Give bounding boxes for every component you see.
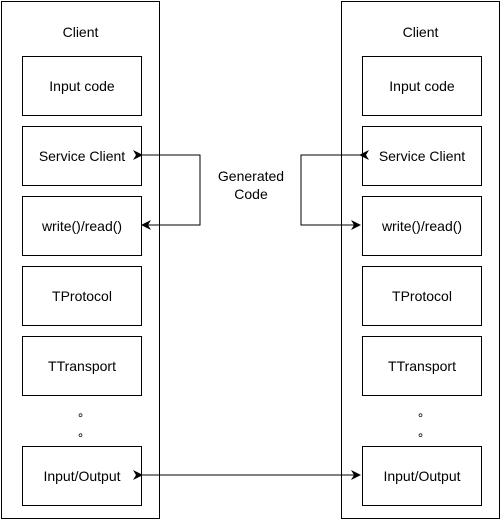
left-box-tprotocol: TProtocol: [22, 266, 142, 326]
left-ellipsis-dot-2: ∘: [76, 428, 85, 442]
left-box-write-read: write()/read(): [22, 196, 142, 256]
right-box-write-read: write()/read(): [362, 196, 482, 256]
right-generated-code-connector: [300, 150, 369, 230]
generated-code-label: Generated Code: [201, 167, 301, 203]
left-box-ttransport: TTransport: [22, 336, 142, 396]
generated-code-label-line1: Generated: [217, 168, 285, 184]
left-box-service-client: Service Client: [22, 126, 142, 186]
right-box-ttransport: TTransport: [362, 336, 482, 396]
right-box-input-code: Input code: [362, 56, 482, 116]
right-client-column: Client Input code Service Client write()…: [341, 1, 500, 519]
right-ellipsis-dot-2: ∘: [416, 428, 425, 442]
generated-code-label-line2: Code: [234, 186, 268, 202]
left-column-title: Client: [62, 24, 99, 40]
left-generated-code-connector: [133, 150, 201, 230]
right-box-service-client: Service Client: [362, 126, 482, 186]
left-box-input-output: Input/Output: [22, 446, 142, 506]
right-column-title: Client: [402, 24, 439, 40]
right-box-input-output: Input/Output: [362, 446, 482, 506]
left-box-input-code: Input code: [22, 56, 142, 116]
left-ellipsis-dot-1: ∘: [76, 408, 85, 422]
right-box-tprotocol: TProtocol: [362, 266, 482, 326]
right-ellipsis-dot-1: ∘: [416, 408, 425, 422]
left-client-column: Client Input code Service Client write()…: [1, 1, 160, 519]
